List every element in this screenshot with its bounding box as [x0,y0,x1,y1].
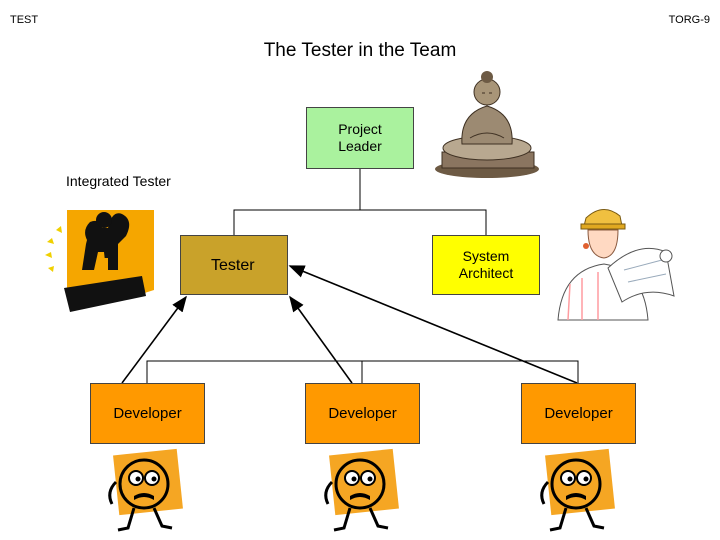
developer-label: Developer [328,405,397,422]
project-leader-box: Project Leader [306,107,414,169]
worried-developer-icon [108,448,183,532]
developer-label: Developer [113,405,182,422]
system-architect-box: System Architect [432,235,540,295]
arrow-dev3-tester [288,265,578,384]
developer-box-2: Developer [305,383,420,444]
buddha-statue-icon [435,71,539,178]
tester-box: Tester [180,235,288,295]
header-right: TORG-9 [668,14,710,26]
worried-developer-icon [324,448,399,532]
page-title: The Tester in the Team [263,40,457,61]
developer-label: Developer [544,405,613,422]
integrated-tester-label: Integrated Tester [66,173,171,189]
developer-box-3: Developer [521,383,636,444]
worried-developer-icon [540,448,615,532]
system-architect-label: System Architect [458,248,514,281]
project-leader-label: Project Leader [338,121,382,154]
leader-branch [233,209,487,235]
arrow-dev2-tester [289,295,353,384]
developer-box-1: Developer [90,383,205,444]
arrow-dev1-tester [121,295,187,384]
architect-with-blueprints-icon [557,209,675,321]
strongman-tester-icon [45,210,154,312]
tester-label: Tester [211,256,255,274]
header-left: TEST [10,14,39,26]
